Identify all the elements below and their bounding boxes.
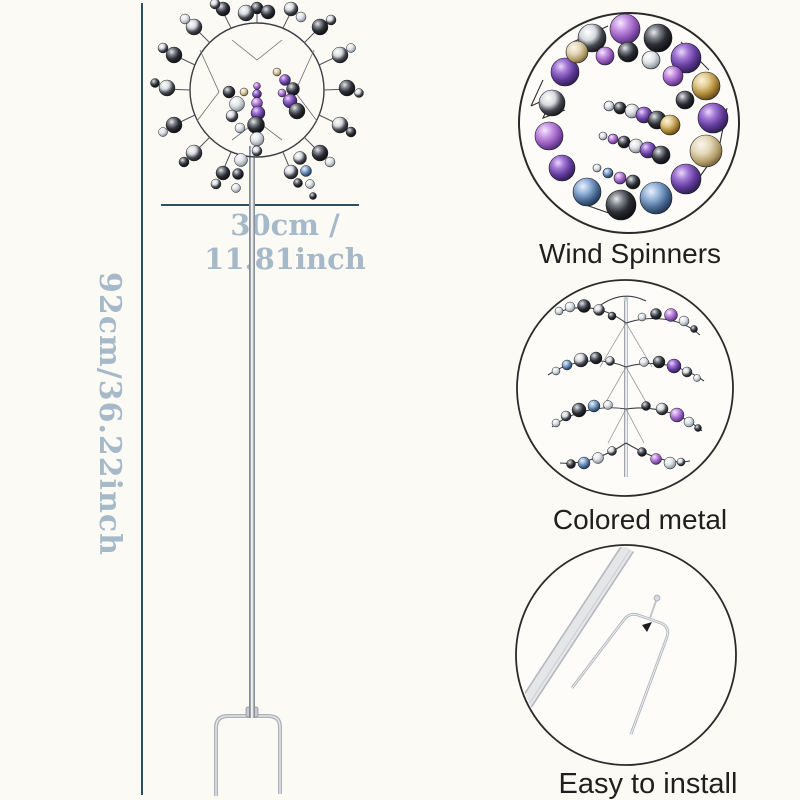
product-pole <box>249 146 255 718</box>
wind-spinner-head-illustration <box>150 0 364 200</box>
ground-stake-fork <box>214 706 282 796</box>
height-dimension-line <box>141 3 143 795</box>
width-dimension-line <box>161 204 359 206</box>
feature-label-colored-metal: Colored metal <box>552 504 728 535</box>
feature-closeup-wind-spinners <box>518 12 740 234</box>
feature-label-wind-spinners: Wind Spinners <box>538 238 722 269</box>
width-dimension-label: 30cm / 11.81inch <box>204 208 366 276</box>
height-dimension-label: 92cm/36.22inch <box>92 272 127 556</box>
feature-closeup-colored-metal <box>516 279 734 497</box>
feature-label-easy-install: Easy to install <box>558 768 738 800</box>
feature-closeup-easy-install <box>515 544 737 766</box>
